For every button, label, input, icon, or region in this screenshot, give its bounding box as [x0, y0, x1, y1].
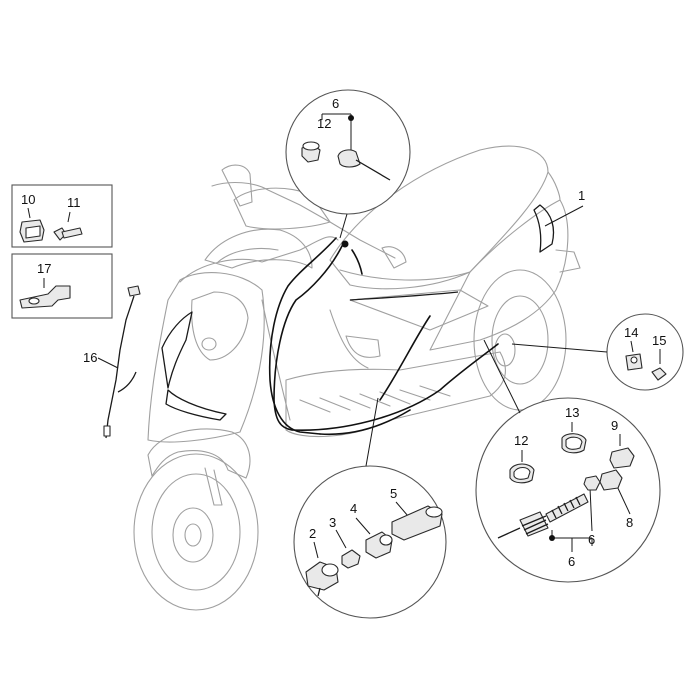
callout-17: 16: [83, 350, 97, 365]
detail-box-18: 17: [11, 253, 113, 319]
callout-4: 4: [350, 501, 357, 516]
detail-circle-right: 13 12 9 8 6 6: [475, 339, 661, 583]
callout-16: 15: [652, 333, 666, 348]
detail-box-11-12: 10 11: [11, 184, 113, 248]
callout-11: 10: [21, 192, 35, 207]
callout-6-top: 6: [332, 96, 339, 111]
callout-10: 9: [611, 418, 618, 433]
scooter-outline: [133, 145, 581, 611]
callout-15: 14: [624, 325, 638, 340]
detail-circle-top: 6 12: [285, 89, 411, 239]
callout-6-right: 6: [568, 554, 575, 569]
cable-assembly: [268, 237, 499, 436]
callout-18: 17: [37, 261, 51, 276]
callout-1: 1: [578, 188, 585, 203]
callout-12: 11: [67, 195, 81, 210]
callout-9: 8: [626, 515, 633, 530]
detail-circle-15-16: 14 15: [511, 313, 684, 391]
part-17-cable: 16: [83, 285, 141, 439]
callout-3: 3: [329, 515, 336, 530]
callout-13: 12: [514, 433, 528, 448]
callout-2: 2: [309, 526, 316, 541]
callout-8: 12: [317, 116, 331, 131]
callout-5: 5: [390, 486, 397, 501]
callout-14: 13: [565, 405, 579, 420]
detail-circle-bottom: 2 3 4 5: [293, 397, 447, 619]
